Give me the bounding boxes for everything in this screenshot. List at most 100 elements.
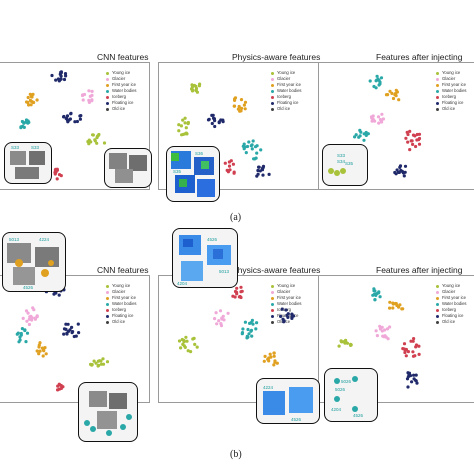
legend-item: First year ice [271,295,302,301]
scatter-point [91,133,95,137]
legend-swatch [436,83,439,87]
scatter-point [256,168,260,173]
legend-swatch [271,296,274,300]
scatter-point [177,129,181,133]
scatter-point [240,106,244,110]
legend-item: First year ice [436,82,467,88]
scatter-point [35,314,39,318]
legend-label: Floating ice [112,313,134,318]
scatter-point [393,93,397,97]
scatter-point [408,129,412,133]
scatter-point [379,119,383,123]
scatter-point [272,354,276,358]
scatter-point [380,112,384,116]
scatter-point [359,130,363,134]
legend-swatch [436,314,439,318]
legend-item: Floating ice [106,313,137,319]
scatter-point [414,373,418,377]
inset-b2-tag-1: 5013 [219,269,230,274]
scatter-point [417,142,422,146]
legend-swatch [106,314,109,318]
legend-swatch [271,314,274,318]
scatter-point [94,361,98,365]
scatter-point [227,164,232,168]
legend-swatch [106,83,109,87]
scatter-point [251,139,255,143]
legend-swatch [436,296,439,300]
inset-b3-tag-1: 4526 [291,417,302,422]
scatter-point [375,334,379,338]
scatter-point [183,116,187,120]
scatter-point [282,320,286,324]
scatter-point [183,345,187,349]
legend-swatch [271,290,274,294]
scatter-point [101,362,106,366]
legend-swatch [106,296,109,300]
scatter-point [376,77,380,81]
scatter-point [26,95,30,100]
scatter-point [62,332,66,336]
scatter-point [44,352,48,356]
scatter-point [242,103,246,107]
scatter-point [41,354,45,358]
scatter-point [290,312,294,316]
scatter-point [268,352,272,356]
scatter-point [53,168,58,172]
scatter-point [402,174,406,178]
scatter-point [393,170,397,175]
legend-label: Iceberg [442,94,456,99]
legend-item: Young ice [436,283,467,289]
scatter-point [73,120,77,124]
legend-item: Water bodies [436,301,467,307]
scatter-point [90,363,94,367]
legend-swatch [436,71,439,75]
scatter-point [221,118,225,122]
inset-b3-tag-0: 4224 [263,385,274,390]
scatter-point [401,347,405,351]
legend-item: Glacier [106,76,137,82]
caption-a: (a) [230,212,242,223]
inset-b1-tag-1: 4224 [39,237,50,242]
scatter-point [67,118,71,122]
scatter-point [223,161,227,165]
scatter-point [237,104,241,109]
legend-item: Young ice [106,283,137,289]
scatter-point [354,133,358,137]
scatter-point [404,347,408,352]
scatter-point [237,295,241,299]
scatter-point [59,74,63,78]
legend-swatch [271,101,274,105]
scatter-point [22,125,26,129]
legend-swatch [271,71,274,75]
scatter-point [18,338,22,342]
legend-item: First year ice [271,82,302,88]
scatter-point [27,317,31,321]
legend-label: Iceberg [277,94,291,99]
scatter-point [59,386,64,390]
inset-a1-tag-1: S33 [31,145,40,150]
scatter-point [192,83,197,88]
legend-item: Old ice [106,106,137,112]
scatter-point [349,343,353,347]
scatter-point [386,93,390,97]
legend-label: Young ice [277,283,296,288]
scatter-point [31,92,35,96]
scatter-point [397,98,401,102]
scatter-point [414,144,418,149]
scatter-point [340,340,344,344]
scatter-point [79,114,83,118]
scatter-point [31,100,35,104]
legend-item: First year ice [436,295,467,301]
scatter-point [20,327,24,331]
inset-a-cnn-1: S33 S33 [4,142,52,184]
scatter-point [37,343,41,347]
legend-swatch [436,320,439,324]
scatter-point [210,113,214,117]
scatter-point [407,371,412,375]
scatter-point [257,165,261,169]
scatter-point [256,172,260,176]
